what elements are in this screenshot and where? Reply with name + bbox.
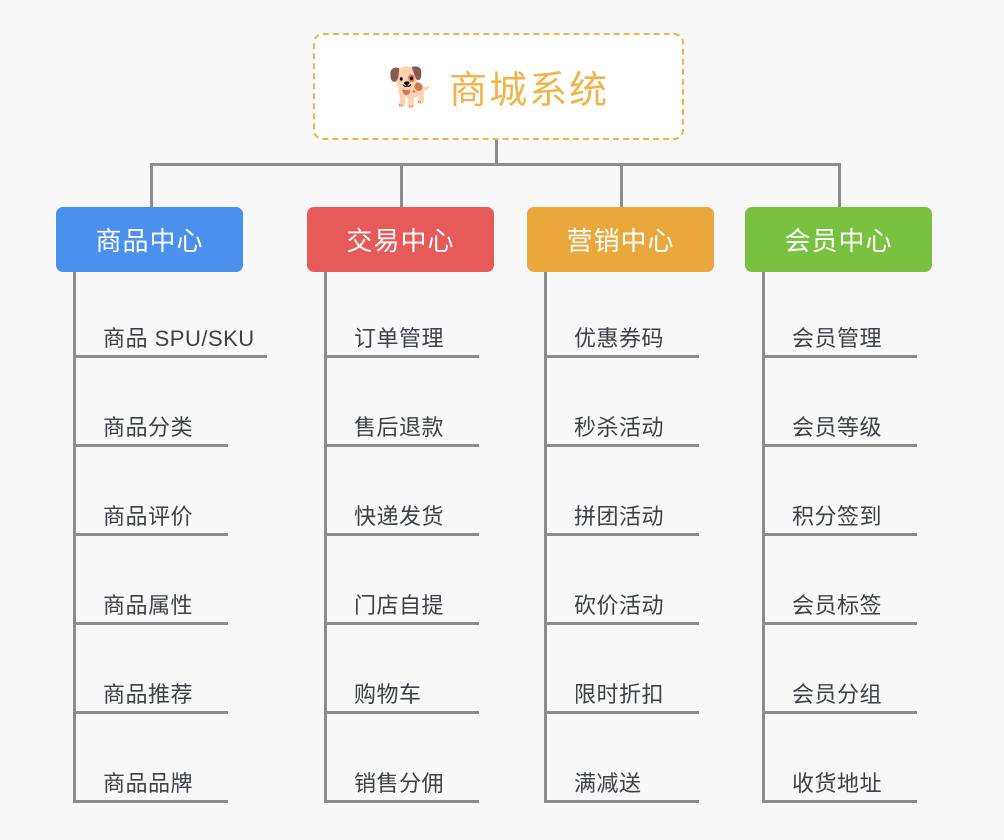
branch-header-2[interactable]: 交易中心 [307, 207, 494, 272]
leaf-item[interactable]: 商品分类 [73, 415, 228, 447]
leaf-item[interactable]: 砍价活动 [544, 593, 699, 625]
branch-header-3[interactable]: 营销中心 [527, 207, 714, 272]
leaf-item[interactable]: 会员标签 [762, 593, 917, 625]
leaf-item-label: 售后退款 [354, 415, 445, 440]
leaf-item-label: 积分签到 [792, 504, 883, 529]
branch-spine-1 [73, 272, 76, 803]
leaf-item[interactable]: 商品品牌 [73, 771, 228, 803]
leaf-item-label: 限时折扣 [574, 682, 665, 707]
leaf-item-label: 收货地址 [792, 771, 883, 796]
leaf-item-label: 秒杀活动 [574, 415, 665, 440]
branch-spine-3 [544, 272, 547, 803]
branch-drop-line-2 [400, 163, 403, 207]
leaf-item[interactable]: 销售分佣 [324, 771, 479, 803]
leaf-item-label: 商品 SPU/SKU [103, 326, 255, 351]
leaf-item[interactable]: 会员分组 [762, 682, 917, 714]
leaf-item-label: 门店自提 [354, 593, 445, 618]
leaf-item[interactable]: 会员管理 [762, 326, 917, 358]
leaf-item[interactable]: 满减送 [544, 771, 699, 803]
branch-drop-line-4 [838, 163, 841, 207]
branch-spine-2 [324, 272, 327, 803]
leaf-item[interactable]: 售后退款 [324, 415, 479, 447]
leaf-item[interactable]: 购物车 [324, 682, 479, 714]
leaf-item[interactable]: 门店自提 [324, 593, 479, 625]
root-node[interactable]: 🐕 商城系统 [313, 33, 684, 140]
branch-drop-line-1 [150, 163, 153, 207]
leaf-item[interactable]: 订单管理 [324, 326, 479, 358]
leaf-item[interactable]: 商品属性 [73, 593, 228, 625]
leaf-item-label: 快递发货 [354, 504, 445, 529]
leaf-item[interactable]: 商品评价 [73, 504, 228, 536]
leaf-item[interactable]: 商品推荐 [73, 682, 228, 714]
leaf-item-label: 会员分组 [792, 682, 883, 707]
leaf-item[interactable]: 拼团活动 [544, 504, 699, 536]
leaf-item-label: 砍价活动 [574, 593, 665, 618]
leaf-item-label: 商品分类 [103, 415, 194, 440]
root-stem-line [495, 140, 498, 166]
leaf-item[interactable]: 快递发货 [324, 504, 479, 536]
leaf-item[interactable]: 优惠券码 [544, 326, 699, 358]
branch-drop-line-3 [620, 163, 623, 207]
leaf-item-label: 会员管理 [792, 326, 883, 351]
leaf-item[interactable]: 秒杀活动 [544, 415, 699, 447]
leaf-item-label: 会员等级 [792, 415, 883, 440]
leaf-item[interactable]: 会员等级 [762, 415, 917, 447]
leaf-item[interactable]: 限时折扣 [544, 682, 699, 714]
root-title: 商城系统 [449, 70, 610, 112]
leaf-item-label: 商品属性 [103, 593, 194, 618]
leaf-item-label: 会员标签 [792, 593, 883, 618]
leaf-item-label: 拼团活动 [574, 504, 665, 529]
leaf-item-label: 购物车 [354, 682, 422, 707]
leaf-item-label: 销售分佣 [354, 771, 445, 796]
leaf-item[interactable]: 收货地址 [762, 771, 917, 803]
leaf-item[interactable]: 商品 SPU/SKU [73, 326, 267, 358]
leaf-item-label: 商品品牌 [103, 771, 194, 796]
shiba-dog-face-icon: 🐕 [387, 66, 436, 109]
branch-header-4[interactable]: 会员中心 [745, 207, 932, 272]
leaf-item-label: 商品推荐 [103, 682, 194, 707]
branch-header-1[interactable]: 商品中心 [56, 207, 243, 272]
branch-bus-line [150, 163, 841, 166]
leaf-item-label: 订单管理 [354, 326, 445, 351]
leaf-item[interactable]: 积分签到 [762, 504, 917, 536]
leaf-item-label: 满减送 [574, 771, 642, 796]
branch-spine-4 [762, 272, 765, 803]
leaf-item-label: 优惠券码 [574, 326, 665, 351]
leaf-item-label: 商品评价 [103, 504, 194, 529]
